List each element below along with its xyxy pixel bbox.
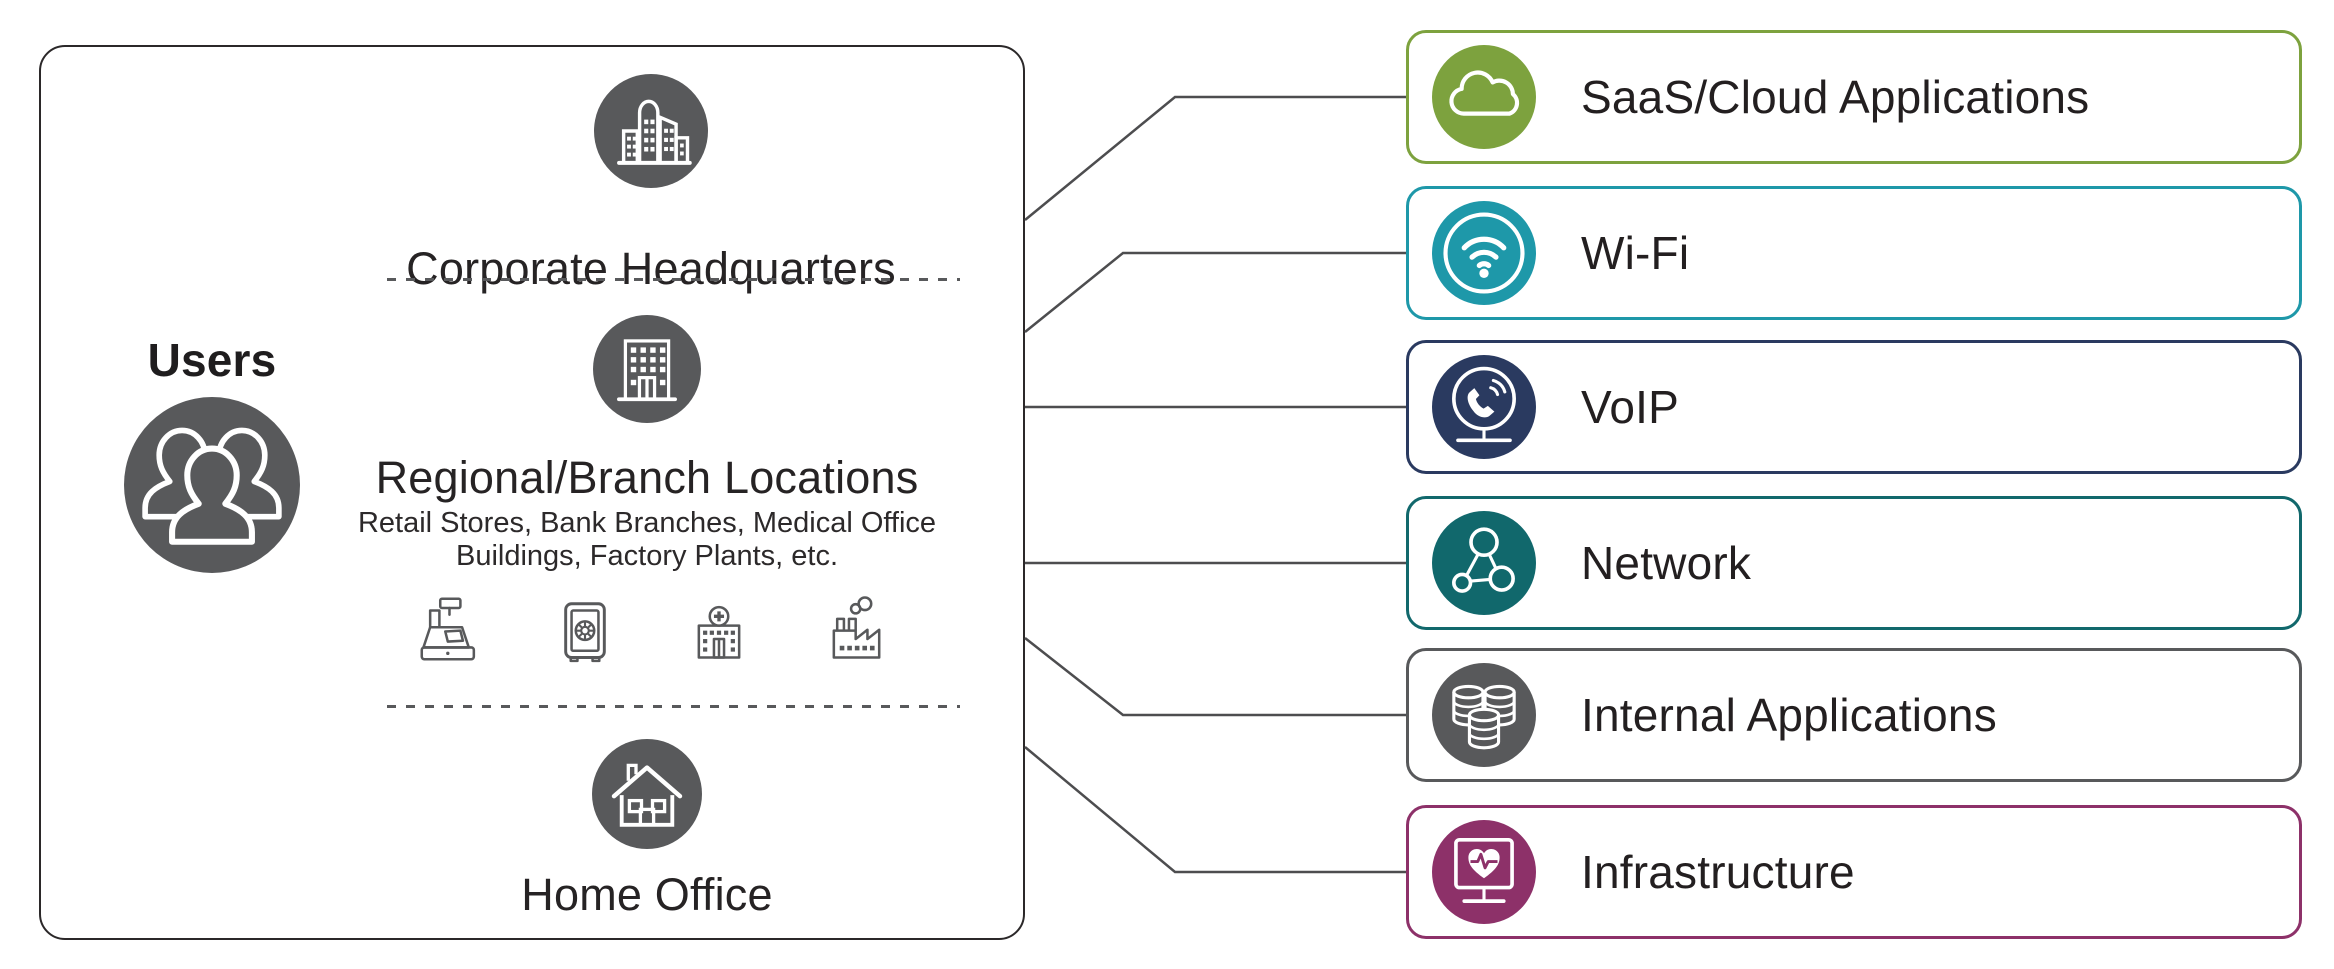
connector-infrastructure [1024, 746, 1406, 874]
users-locations-panel: Users [39, 45, 1025, 940]
cloud-icon [1432, 45, 1536, 149]
connector-internal-apps [1024, 637, 1406, 717]
network-nodes-icon [1432, 511, 1536, 615]
section-divider [387, 278, 960, 281]
database-stack-icon [1432, 663, 1536, 767]
service-label-saas-cloud: SaaS/Cloud Applications [1581, 71, 2090, 123]
medical-building-icon [677, 592, 761, 676]
regional-branch-subtitle: Retail Stores, Bank Branches, Medical Of… [358, 507, 936, 573]
service-box-internal-apps: Internal Applications [1406, 648, 2302, 782]
service-box-voip: VoIP [1406, 340, 2302, 474]
connector-saas [1024, 95, 1406, 221]
home-office-label: Home Office [521, 869, 773, 920]
cash-register-icon [410, 592, 494, 676]
service-box-infrastructure: Infrastructure [1406, 805, 2302, 939]
service-label-internal-apps: Internal Applications [1581, 689, 1997, 741]
corporate-headquarters-label: Corporate Headquarters [406, 243, 896, 294]
subtitle-line-2: Buildings, Factory Plants, etc. [456, 540, 838, 572]
section-divider [387, 705, 960, 708]
service-label-wifi: Wi-Fi [1581, 227, 1690, 279]
service-label-infrastructure: Infrastructure [1581, 846, 1855, 898]
monitor-heartbeat-icon [1432, 820, 1536, 924]
service-label-network: Network [1581, 537, 1752, 589]
bank-safe-icon [543, 592, 627, 676]
wifi-icon [1432, 201, 1536, 305]
users-label: Users [147, 334, 277, 386]
voip-phone-icon [1432, 355, 1536, 459]
factory-icon [812, 592, 896, 676]
house-icon [592, 739, 702, 849]
service-box-network: Network [1406, 496, 2302, 630]
regional-branch-label: Regional/Branch Locations [375, 452, 919, 503]
service-box-wifi: Wi-Fi [1406, 186, 2302, 320]
service-box-saas-cloud: SaaS/Cloud Applications [1406, 30, 2302, 164]
service-label-voip: VoIP [1581, 381, 1679, 433]
city-buildings-icon [594, 74, 708, 188]
office-building-icon [593, 315, 701, 423]
subtitle-line-1: Retail Stores, Bank Branches, Medical Of… [357, 507, 937, 539]
people-group-icon [124, 397, 300, 573]
connector-wifi [1024, 251, 1406, 333]
